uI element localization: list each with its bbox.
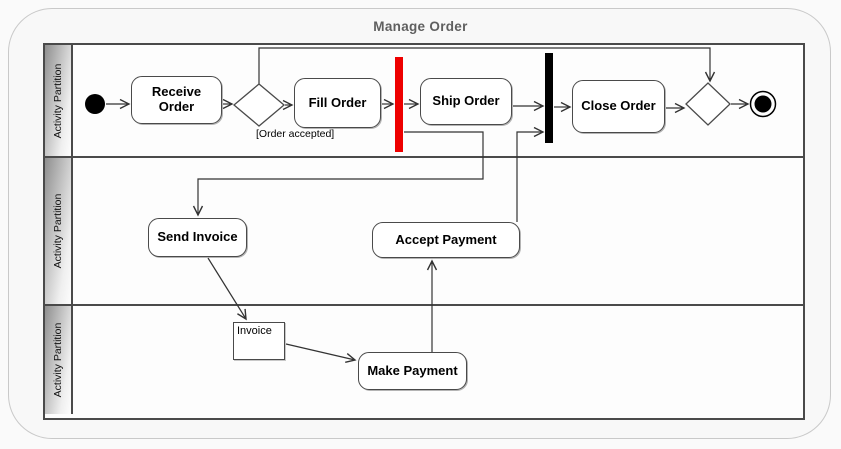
activity-ship-order[interactable]: Ship Order — [420, 78, 512, 125]
activity-send-invoice[interactable]: Send Invoice — [148, 218, 247, 257]
swimlane-2-header[interactable]: Activity Partition — [45, 158, 73, 304]
activity-fill-order-label: Fill Order — [308, 94, 367, 110]
activity-accept-payment-label: Accept Payment — [395, 231, 497, 247]
swimlane-1-label: Activity Partition — [52, 63, 64, 138]
activity-send-invoice-label: Send Invoice — [157, 229, 238, 245]
object-node-invoice-label: Invoice — [237, 325, 272, 337]
swimlane-3-label: Activity Partition — [52, 322, 64, 398]
activity-make-payment-label: Make Payment — [367, 362, 458, 378]
swimlane-1-header[interactable]: Activity Partition — [45, 45, 73, 156]
object-node-invoice[interactable]: Invoice — [233, 322, 285, 360]
activity-make-payment[interactable]: Make Payment — [358, 352, 467, 390]
swimlane-2-label: Activity Partition — [52, 193, 64, 269]
activity-ship-order-label: Ship Order — [432, 93, 500, 109]
activity-accept-payment[interactable]: Accept Payment — [372, 222, 520, 258]
activity-close-order-label: Close Order — [581, 98, 656, 114]
activity-receive-order[interactable]: Receive Order — [131, 76, 222, 124]
activity-receive-order-label: Receive Order — [151, 84, 202, 114]
swimlane-3-header[interactable]: Activity Partition — [45, 306, 73, 414]
activity-fill-order[interactable]: Fill Order — [294, 78, 381, 128]
diagram-title: Manage Order — [373, 19, 468, 34]
activity-close-order[interactable]: Close Order — [572, 80, 665, 133]
guard-label: [Order accepted] — [256, 128, 335, 140]
